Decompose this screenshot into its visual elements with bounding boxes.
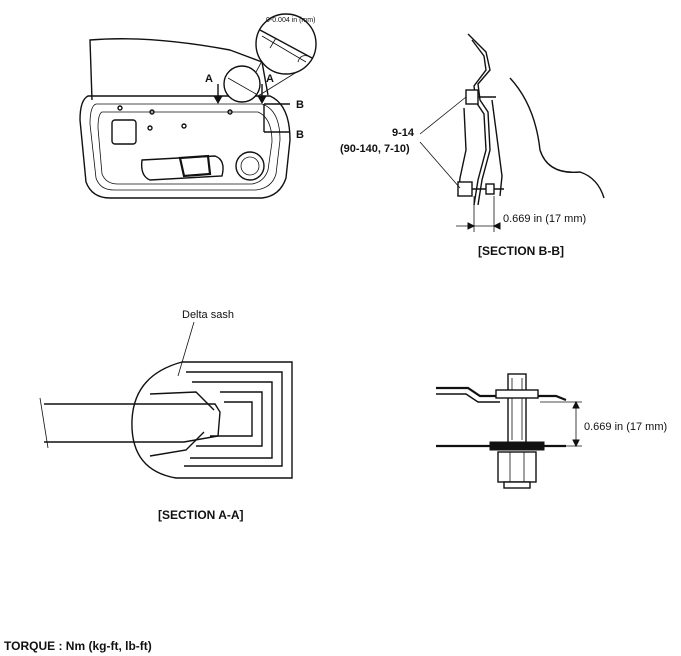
section-a-arrowhead-right <box>257 95 267 105</box>
door-hole <box>147 125 153 131</box>
sash-channel-1 <box>184 371 283 467</box>
bolt-shank <box>507 373 527 445</box>
sash-bracket-inner <box>471 39 487 206</box>
inner-panel-2 <box>491 99 503 197</box>
door-speaker-inner <box>240 156 260 176</box>
door-speaker <box>235 151 265 181</box>
seal-lip-lower <box>149 431 205 457</box>
torque-leader-upper <box>419 96 467 135</box>
sash-bracket <box>467 33 491 206</box>
detail-leader-2 <box>257 69 301 97</box>
door-hole <box>227 109 233 115</box>
detail-gap-dim <box>269 37 277 49</box>
dim-b-label: 0.669 in (17 mm) <box>503 213 586 225</box>
sash-channel-2 <box>190 381 273 459</box>
door-pull-pocket <box>140 155 224 181</box>
torque-legend: TORQUE : Nm (kg-ft, lb-ft) <box>4 639 152 653</box>
dim-bolt-label: 0.669 in (17 mm) <box>584 421 667 433</box>
seal-lip-upper <box>149 391 215 411</box>
section-bb-view <box>419 33 605 232</box>
door-panel-view <box>79 13 317 199</box>
door-hole <box>181 123 187 129</box>
bolt-washer-top <box>495 389 539 399</box>
sash-channel-4 <box>210 401 253 437</box>
section-b-label-side: B <box>296 129 304 141</box>
upper-bracket <box>436 386 500 398</box>
lower-bolt-head <box>457 181 473 197</box>
section-aa-title: [SECTION A-A] <box>158 508 244 522</box>
section-a-label-left: A <box>205 73 213 85</box>
glass-break-line <box>39 397 49 449</box>
detail-circle-small-edge <box>227 77 257 95</box>
torque-value: 9-14 <box>392 127 415 139</box>
lower-bolt-nut <box>485 183 495 195</box>
door-outer-skin <box>509 77 605 199</box>
dim-bolt-arrow-1 <box>572 400 580 409</box>
dim-bolt-arrow-2 <box>572 439 580 448</box>
bolt-washer-bottom <box>489 441 545 451</box>
detail-circle-small <box>223 65 261 103</box>
upper-bolt-head <box>465 89 479 105</box>
section-bb-title: [SECTION B-B] <box>478 244 564 258</box>
delta-sash-housing <box>131 361 293 479</box>
torque-leader-lower <box>419 141 461 189</box>
door-outer-shell <box>79 95 291 199</box>
detail-gap-label: 0-0.004 in (mm) <box>266 17 315 24</box>
upper-bracket-lower-edge <box>436 393 500 403</box>
door-window-glass <box>89 38 269 101</box>
detail-seal-lip <box>297 55 309 63</box>
section-a-arrowhead-left <box>213 95 223 105</box>
delta-sash-label: Delta sash <box>182 309 234 321</box>
dim-b-arrow-1 <box>467 222 476 230</box>
window-glass-section <box>44 403 221 443</box>
section-a-label-right: A <box>266 73 274 85</box>
delta-sash-leader <box>177 321 195 377</box>
section-b-label-top: B <box>296 99 304 111</box>
dim-b-arrow-2 <box>492 222 501 230</box>
detail-seal-edge <box>261 35 307 63</box>
detail-glass-edge <box>259 29 313 59</box>
bolt-tip <box>503 481 531 489</box>
bolt-detail-view <box>436 373 582 489</box>
door-access-hole <box>111 119 137 145</box>
section-aa-view <box>39 321 293 479</box>
sash-channel-3 <box>196 391 263 447</box>
door-hole <box>149 109 155 115</box>
door-inner-trim-2 <box>97 111 273 185</box>
door-pull-handle <box>178 154 212 178</box>
door-inner-trim <box>89 103 281 191</box>
torque-units: (90-140, 7-10) <box>340 143 410 155</box>
door-hole <box>117 105 123 111</box>
bolt-nut <box>497 451 537 483</box>
